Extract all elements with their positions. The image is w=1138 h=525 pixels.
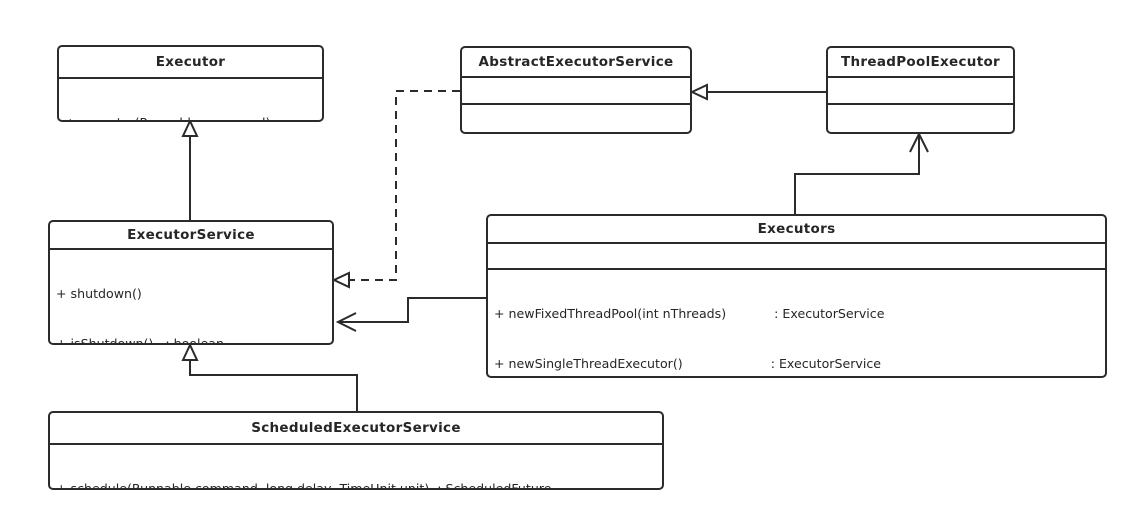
class-members-executor: + executor(Runnable command) [59,79,322,120]
class-methods-abstract-executor-service [462,105,690,132]
hollow-triangle-arrowhead [181,118,199,137]
class-title-thread-pool-executor: ThreadPoolExecutor [828,48,1013,78]
class-attributes-abstract-executor-service [462,78,690,105]
class-title-executor: Executor [59,47,322,79]
edge-executor-service-extends-executor [181,118,199,220]
class-box-executor[interactable]: Executor + executor(Runnable command) [57,45,324,122]
open-arrowhead [335,312,357,332]
class-methods-executors: + newFixedThreadPool(int nThreads) : Exe… [488,270,1105,376]
class-members-executor-service: + shutdown() + isShutdown() : boolean + … [50,250,332,345]
edge-line [340,297,486,323]
hollow-triangle-arrowhead [181,342,199,361]
edge-line-dashed [349,90,460,281]
member-line: + isShutdown() : boolean [56,335,224,345]
class-attributes-thread-pool-executor [828,78,1013,105]
class-attributes-executors [488,244,1105,270]
edge-thread-pool-extends-abstract-executor-service [689,83,826,101]
class-box-executors[interactable]: Executors + newFixedThreadPool(int nThre… [486,214,1107,378]
edge-executors-depends-executor-service [335,297,486,332]
edge-executors-depends-thread-pool-executor [794,131,929,218]
class-methods-thread-pool-executor [828,105,1013,132]
member-line: + newFixedThreadPool(int nThreads) : Exe… [494,306,885,322]
class-title-abstract-executor-service: AbstractExecutorService [462,48,690,78]
edge-abstract-executor-service-realizes-executor-service [331,90,460,289]
member-line: + executor(Runnable command) [65,115,316,120]
edge-line [794,136,920,218]
class-title-scheduled-executor-service: ScheduledExecutorService [50,413,662,445]
open-arrowhead [909,131,929,153]
member-line: + schedule(Runnable command, long delay,… [56,481,552,490]
class-members-scheduled-executor-service: + schedule(Runnable command, long delay,… [50,445,662,490]
class-box-abstract-executor-service[interactable]: AbstractExecutorService [460,46,692,134]
class-box-executor-service[interactable]: ExecutorService + shutdown() + isShutdow… [48,220,334,345]
edge-scheduled-extends-executor-service [181,342,358,411]
hollow-triangle-arrowhead [689,83,708,101]
class-box-scheduled-executor-service[interactable]: ScheduledExecutorService + schedule(Runn… [48,411,664,490]
member-line: + shutdown() [56,286,142,302]
class-title-executor-service: ExecutorService [50,222,332,250]
edge-line [189,360,358,411]
class-title-executors: Executors [488,216,1105,244]
hollow-triangle-arrowhead [331,271,350,289]
class-box-thread-pool-executor[interactable]: ThreadPoolExecutor [826,46,1015,134]
member-line: + newSingleThreadExecutor() : ExecutorSe… [494,355,882,371]
